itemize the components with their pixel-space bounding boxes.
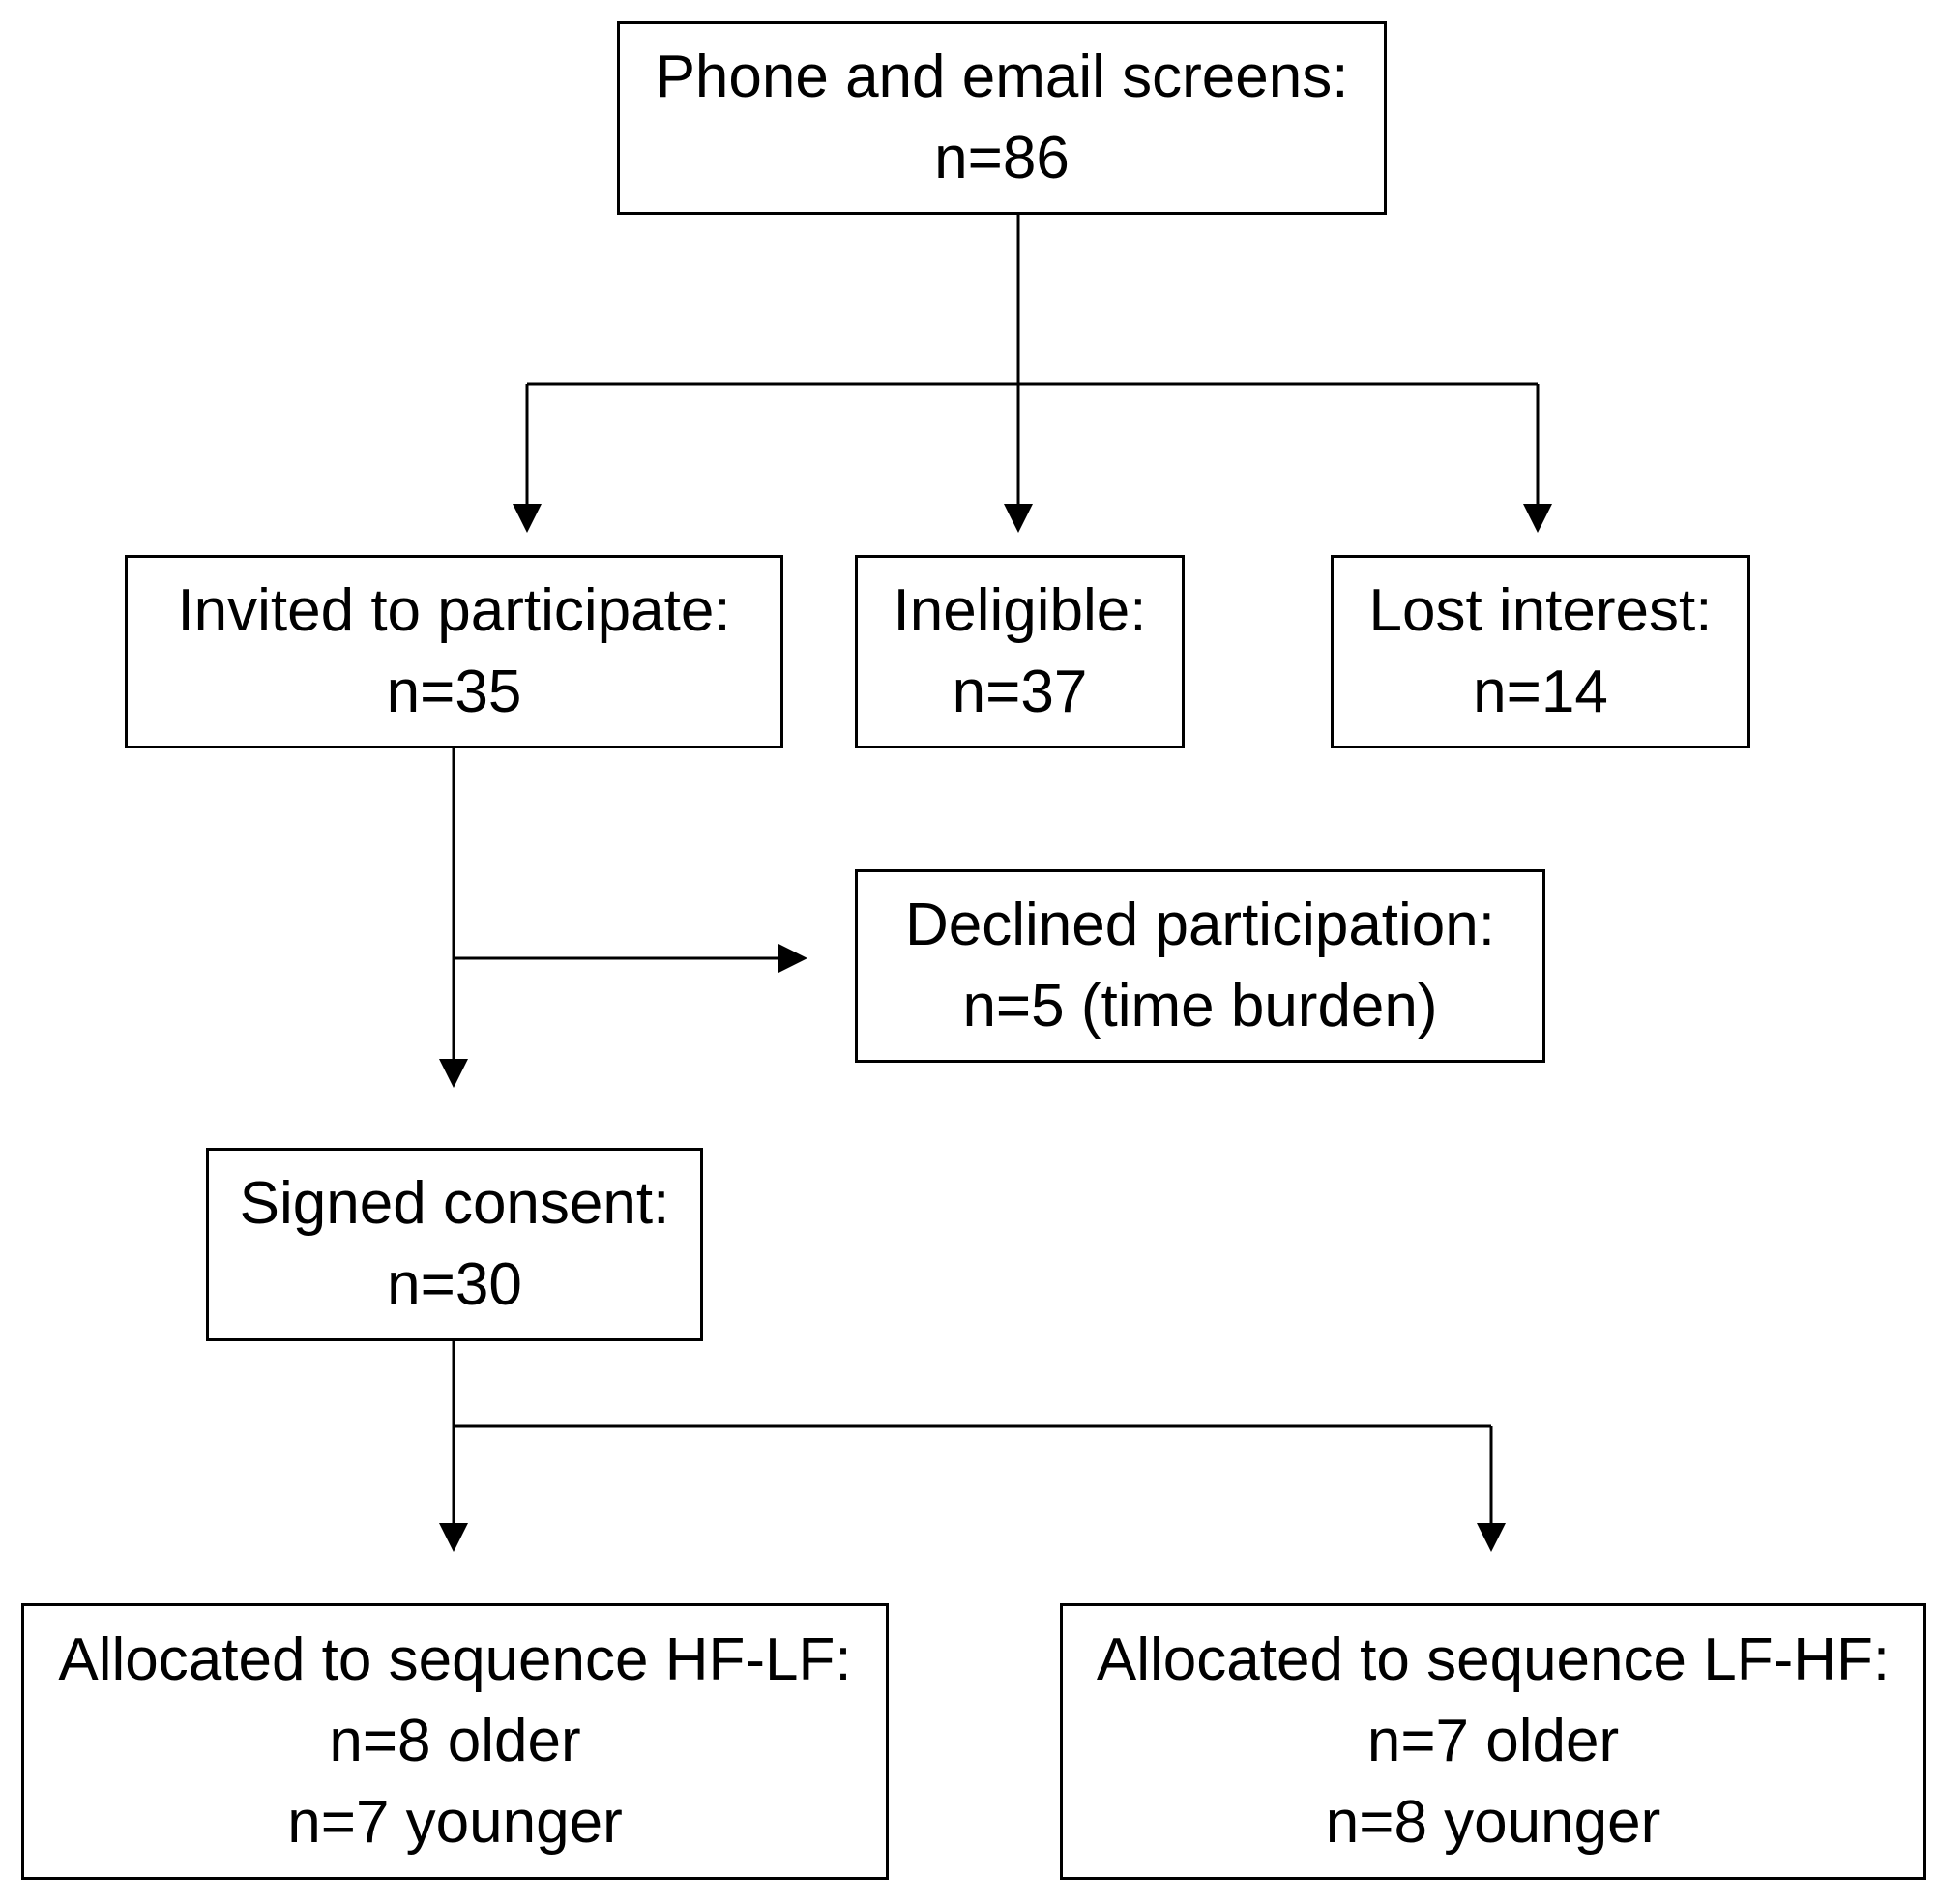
node-signed-consent: Signed consent: n=30	[206, 1148, 703, 1341]
node-count: n=86	[934, 125, 1070, 191]
node-count: n=37	[952, 659, 1088, 725]
node-count: n=30	[387, 1251, 522, 1318]
node-title: Phone and email screens:	[655, 44, 1349, 110]
node-count-older: n=7 older	[1366, 1708, 1620, 1774]
node-count-younger: n=8 younger	[1325, 1789, 1661, 1856]
node-title: Ineligible:	[893, 577, 1147, 644]
node-count-older: n=8 older	[329, 1708, 581, 1774]
node-title: Allocated to sequence HF-LF:	[58, 1626, 852, 1693]
node-declined-participation: Declined participation: n=5 (time burden…	[855, 869, 1545, 1063]
node-title: Allocated to sequence LF-HF:	[1096, 1626, 1891, 1693]
node-allocated-lf-hf: Allocated to sequence LF-HF: n=7 older n…	[1060, 1603, 1926, 1880]
node-title: Declined participation:	[904, 892, 1495, 958]
node-allocated-hf-lf: Allocated to sequence HF-LF: n=8 older n…	[21, 1603, 889, 1880]
node-phone-email-screens: Phone and email screens: n=86	[617, 21, 1387, 215]
node-invited-to-participate: Invited to participate: n=35	[125, 555, 783, 748]
node-title: Signed consent:	[239, 1170, 670, 1237]
node-lost-interest: Lost interest: n=14	[1331, 555, 1750, 748]
node-count: n=5 (time burden)	[962, 973, 1438, 1040]
node-count: n=14	[1473, 659, 1608, 725]
node-title: Lost interest:	[1368, 577, 1713, 644]
node-ineligible: Ineligible: n=37	[855, 555, 1185, 748]
node-count: n=35	[386, 659, 522, 725]
node-title: Invited to participate:	[177, 577, 731, 644]
node-count-younger: n=7 younger	[287, 1789, 623, 1856]
